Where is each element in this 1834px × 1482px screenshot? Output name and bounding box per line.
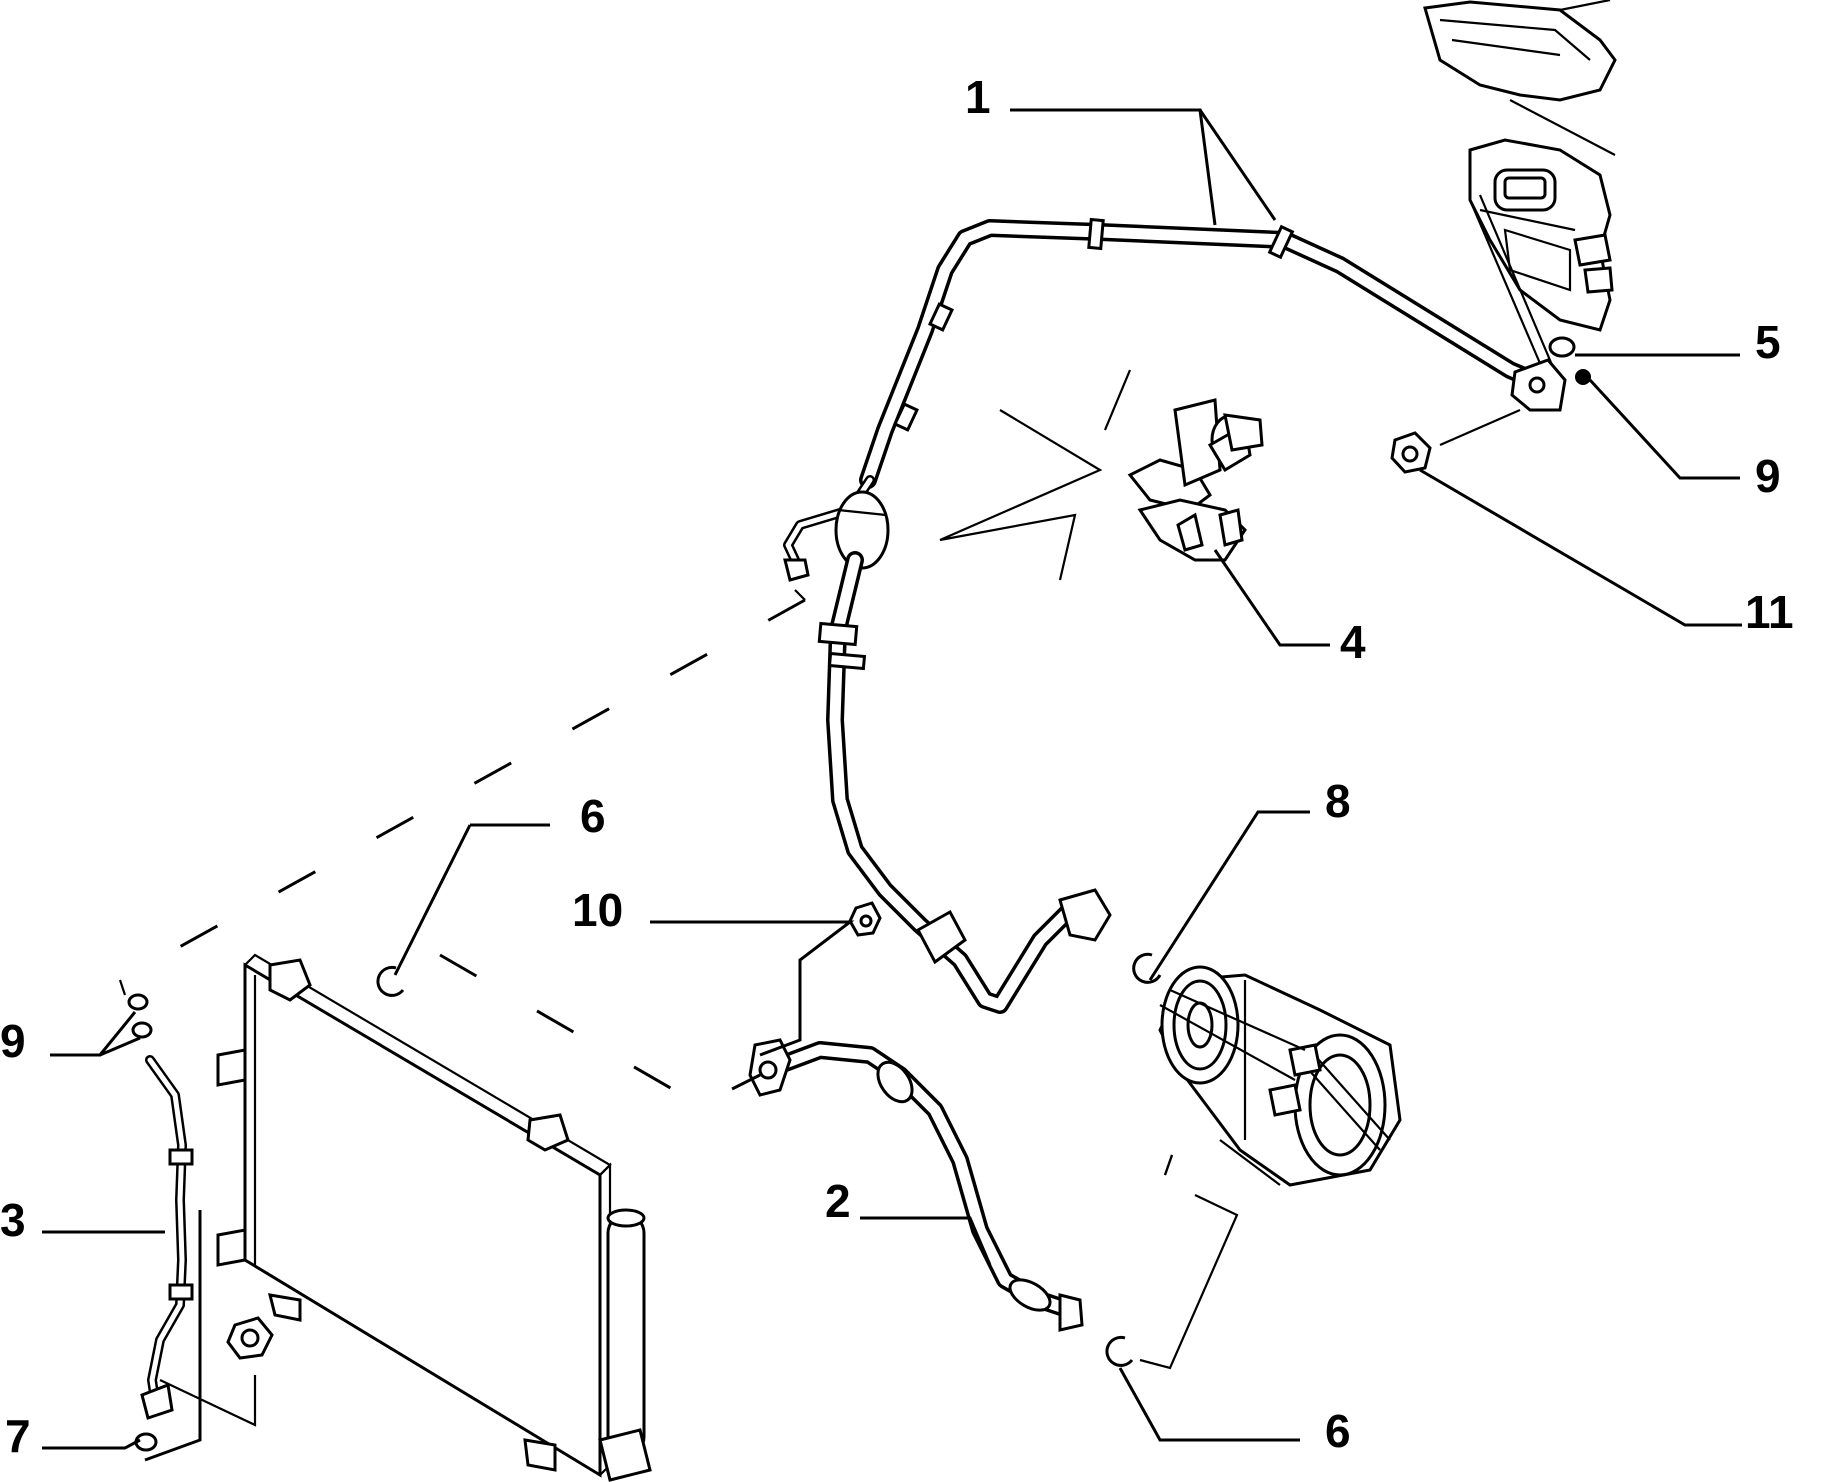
callout-8: 8 bbox=[1325, 775, 1351, 827]
callout-11: 11 bbox=[1745, 586, 1794, 638]
hose-assembly-2 bbox=[748, 1038, 1084, 1332]
callout-7: 7 bbox=[5, 1410, 31, 1462]
pressure-switch-part-4 bbox=[1127, 398, 1264, 562]
callout-6-top: 6 bbox=[580, 790, 606, 842]
bulkhead-evaporator-part bbox=[1423, 0, 1617, 332]
pipe-3 bbox=[127, 993, 194, 1452]
callout-10: 10 bbox=[572, 884, 623, 936]
assembly-dashed-lines bbox=[118, 589, 1174, 1176]
burst-lines bbox=[939, 369, 1132, 581]
callout-5: 5 bbox=[1755, 316, 1781, 368]
callout-labels: 1 5 9 11 4 8 6 10 9 3 2 7 6 bbox=[0, 71, 1794, 1462]
compressor-part bbox=[1158, 965, 1402, 1187]
hose-assembly-1 bbox=[783, 217, 1567, 1014]
callout-6-bottom: 6 bbox=[1325, 1405, 1351, 1457]
valve-connection-lines bbox=[1439, 194, 1557, 447]
callout-9-left: 9 bbox=[0, 1015, 26, 1067]
callout-2: 2 bbox=[825, 1175, 851, 1227]
callout-9-top: 9 bbox=[1755, 450, 1781, 502]
callout-4: 4 bbox=[1340, 616, 1366, 668]
callout-leader-lines bbox=[42, 108, 1742, 1462]
condenser-part bbox=[216, 953, 652, 1482]
callout-3: 3 bbox=[0, 1194, 26, 1246]
callout-1: 1 bbox=[965, 71, 991, 123]
